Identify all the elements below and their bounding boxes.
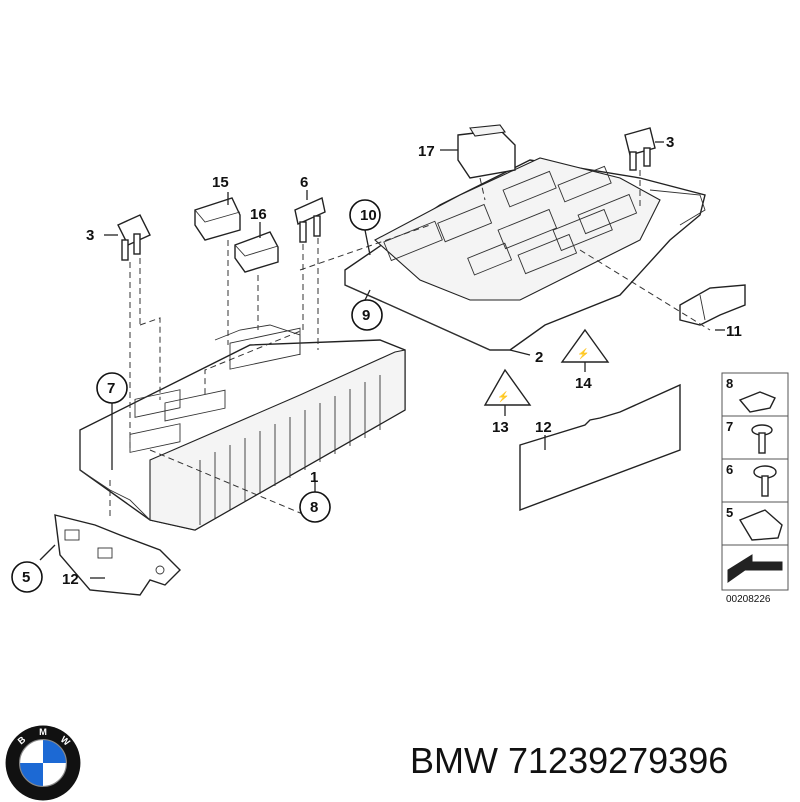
callout-17: 17	[418, 143, 435, 160]
legend-5: 5	[726, 505, 733, 520]
callout-9: 10	[360, 207, 377, 224]
callout-11: 12	[535, 419, 552, 436]
svg-text:⚡: ⚡	[577, 347, 589, 360]
bmw-logo: B M W	[5, 725, 81, 801]
callout-4: 6	[300, 174, 308, 191]
fuse-box-housing	[79, 324, 406, 531]
callout-13: 13	[492, 419, 509, 436]
relay-15	[194, 197, 241, 241]
hardware-legend: 8 7 6 5 00208226	[721, 372, 789, 605]
logo-letter-b: B	[16, 734, 28, 746]
control-module	[344, 157, 706, 351]
callout-7-circle	[299, 491, 331, 523]
callout-3-left: 3	[86, 227, 94, 244]
mounting-bracket	[54, 514, 181, 596]
fuse-4	[294, 197, 326, 243]
warning-label-13: ⚡	[483, 368, 532, 406]
callout-1: 1	[310, 469, 318, 486]
fuse-3-right	[624, 127, 656, 171]
diagram-id: 00208226	[726, 594, 771, 605]
orientation-arrow-icon	[727, 554, 783, 583]
brand-name: BMW	[410, 740, 498, 781]
legend-6: 6	[726, 462, 733, 477]
callouts: 3 15 16 6 10 9 17 3 11 2 14 13 12 7 1 8 …	[11, 134, 742, 593]
callout-8-circle	[351, 299, 383, 331]
callout-5-circle	[11, 561, 43, 593]
callout-6: 7	[107, 380, 115, 397]
callout-2: 2	[535, 349, 543, 366]
label-sheet-11	[519, 383, 681, 512]
callout-8: 9	[362, 307, 370, 324]
relay-16	[234, 231, 279, 273]
brand-part-number: BMW 71239279396	[410, 740, 728, 782]
callout-12-text: 12	[62, 571, 79, 588]
callout-6-circle	[96, 372, 128, 404]
cover-clip	[679, 284, 746, 326]
relay-17	[457, 124, 516, 179]
callout-9-circle	[349, 199, 381, 231]
fuse-3-left	[117, 214, 151, 261]
callout-14: 14	[575, 375, 592, 392]
callout-10: 11	[726, 323, 742, 340]
logo-letter-m: M	[39, 727, 47, 737]
callout-16: 16	[250, 206, 267, 223]
part-number: 71239279396	[508, 740, 729, 781]
leader-lines	[39, 141, 725, 579]
legend-7: 7	[726, 419, 733, 434]
callout-3-right: 3	[666, 134, 674, 151]
svg-text:⚡: ⚡	[497, 390, 509, 403]
callout-5: 5	[22, 569, 30, 586]
callout-7: 8	[310, 499, 318, 516]
legend-8: 8	[726, 376, 733, 391]
warning-label-14: ⚡	[560, 328, 610, 363]
callout-15: 15	[212, 174, 229, 191]
